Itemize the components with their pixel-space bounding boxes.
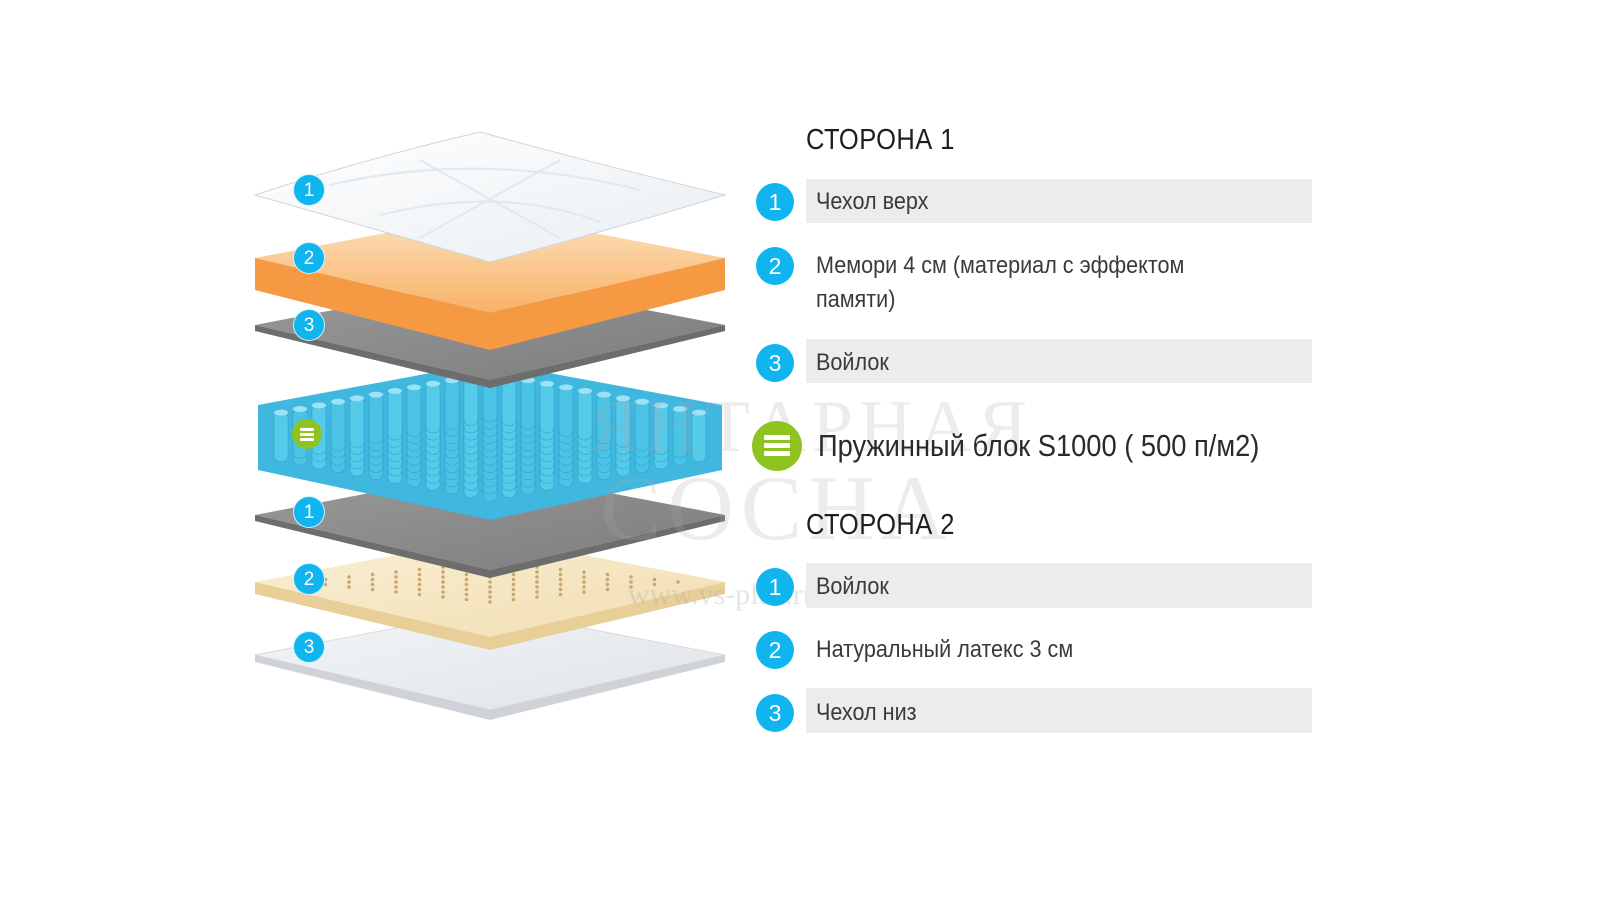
illustration-badge-side1-1: 1 xyxy=(293,174,325,206)
side1-row-1-label: Чехол верх xyxy=(816,188,929,215)
illustration-badge-side2-3: 3 xyxy=(293,631,325,663)
side2-row-3-label: Чехол низ xyxy=(816,699,917,726)
illustration-badge-side2-1: 1 xyxy=(293,496,325,528)
spring-block-icon xyxy=(752,421,802,471)
side2-badge-3: 3 xyxy=(756,694,794,732)
side1-heading: СТОРОНА 1 xyxy=(806,124,955,156)
watermark-text-line1: ЯНТАРНАЯ xyxy=(590,386,1034,468)
side2-row-1-bg xyxy=(806,563,1312,608)
watermark-text-line2: СОСНА xyxy=(600,457,954,559)
side2-badge-1: 1 xyxy=(756,568,794,606)
side2-row-3-bg xyxy=(806,688,1312,733)
side2-row-2-label: Натуральный латекс 3 см xyxy=(816,636,1074,663)
side1-row-3-label: Войлок xyxy=(816,349,889,376)
layer-top-cover xyxy=(253,131,727,263)
layer-latex xyxy=(255,537,725,650)
layer-spring-block xyxy=(258,362,722,520)
spring-block-label: Пружинный блок S1000 ( 500 п/м2) xyxy=(818,428,1260,463)
side1-row-2-label-line1: Мемори 4 см (материал с эффектом xyxy=(816,252,1185,279)
illustration-badge-side2-2: 2 xyxy=(293,563,325,595)
side2-badge-2: 2 xyxy=(756,631,794,669)
side1-row-1-bg xyxy=(806,179,1312,223)
illustration-badge-side1-3: 3 xyxy=(293,309,325,341)
mattress-layers-illustration xyxy=(253,131,727,720)
illustration-badge-side1-2: 2 xyxy=(293,242,325,274)
side1-row-2-label-line2: памяти) xyxy=(816,286,896,313)
layer-memory-foam xyxy=(255,213,725,350)
side2-row-1-label: Войлок xyxy=(816,573,889,600)
illustration-spring-block-icon xyxy=(292,419,322,449)
side1-row-3-bg xyxy=(806,339,1312,383)
side1-badge-2: 2 xyxy=(756,247,794,285)
side2-heading: СТОРОНА 2 xyxy=(806,509,955,541)
side1-badge-3: 3 xyxy=(756,344,794,382)
side1-badge-1: 1 xyxy=(756,183,794,221)
